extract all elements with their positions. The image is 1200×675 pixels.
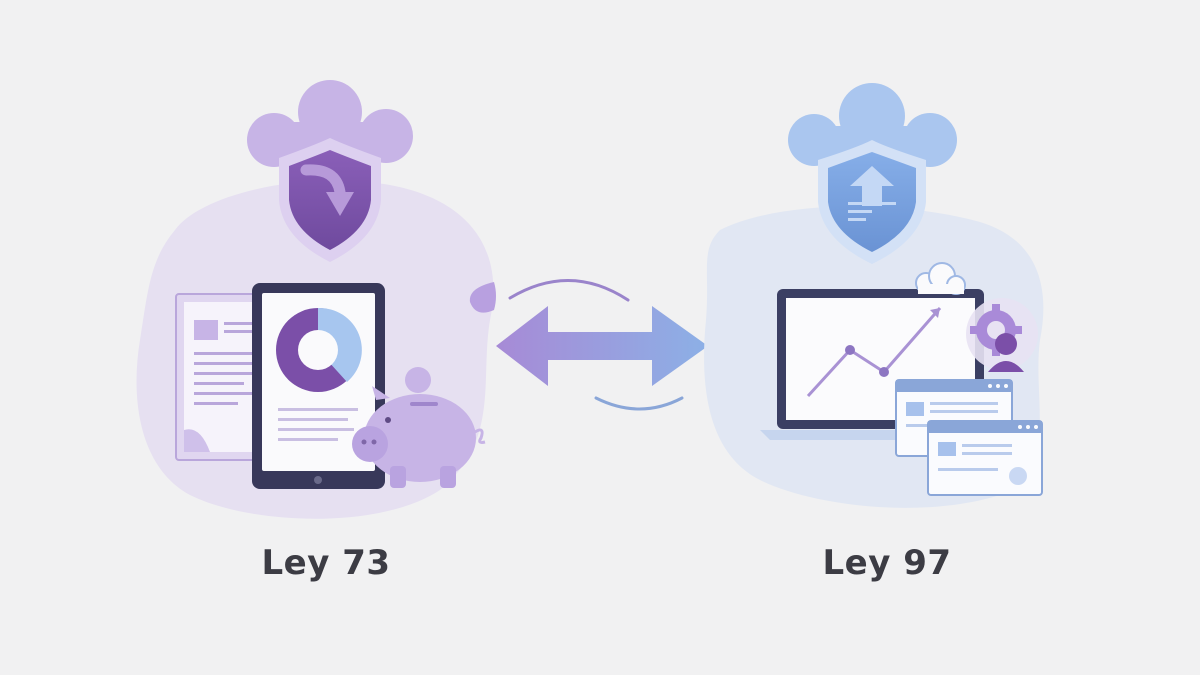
left-label: Ley 73 xyxy=(261,543,391,583)
document-icon xyxy=(175,293,269,461)
swirl-top xyxy=(508,279,630,302)
coin-icon xyxy=(405,367,431,393)
download-arrow-icon xyxy=(300,164,354,216)
tablet-icon xyxy=(252,283,385,489)
left-group xyxy=(136,80,494,519)
browser-window-icon xyxy=(927,420,1043,496)
small-cloud-icon xyxy=(915,262,966,295)
swirl-bottom xyxy=(594,396,684,411)
bidirectional-arrow-icon xyxy=(496,306,708,386)
line-chart-icon xyxy=(806,307,942,398)
connector-group xyxy=(469,279,736,411)
piggy-bank-icon xyxy=(352,386,486,488)
right-label: Ley 97 xyxy=(822,543,952,583)
upload-arrow-icon xyxy=(848,166,896,221)
donut-chart-icon xyxy=(276,307,362,392)
right-group xyxy=(704,83,1044,508)
droplet-left-icon xyxy=(469,282,496,313)
cloud-icon xyxy=(247,80,413,167)
user-gear-icon xyxy=(966,298,1038,372)
